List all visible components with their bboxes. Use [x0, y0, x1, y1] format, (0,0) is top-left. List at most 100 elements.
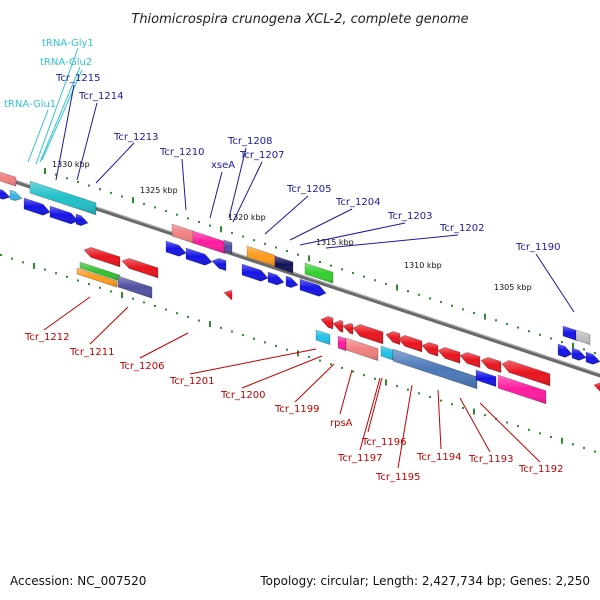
gene-tcr1193-pink-shade	[498, 375, 546, 404]
gene-label-tcr1207[interactable]: Tcr_1207	[239, 150, 284, 161]
gene-tcr1203-a-shade	[242, 264, 268, 282]
gene-label-tcr1215[interactable]: Tcr_1215	[55, 73, 100, 84]
tick-mark	[165, 308, 167, 311]
tick-mark	[286, 250, 288, 253]
gene-tcr1197-b	[397, 334, 423, 353]
gene-label-trna-glu1[interactable]: tRNA-Glu1	[4, 99, 56, 110]
tick-mark	[352, 271, 354, 274]
gene-tcr1206-b-shade	[77, 268, 117, 288]
tick-mark	[528, 428, 530, 431]
gene-tcr1203-a	[241, 263, 269, 282]
leader-trna-gly1	[35, 47, 79, 165]
gene-rpsa-shade	[346, 338, 378, 361]
gene-label-trna-gly1[interactable]: tRNA-Gly1	[42, 38, 94, 49]
tick-mark	[352, 370, 354, 373]
tick-mark	[561, 437, 563, 444]
tick-mark	[473, 311, 475, 314]
leader-tcr1201	[189, 348, 317, 375]
tick-mark	[341, 366, 343, 369]
gene-tcr1197-b-shade	[398, 335, 422, 352]
leader-tcr1215	[55, 84, 75, 181]
gene-label-tcr1196[interactable]: Tcr_1196	[361, 437, 406, 448]
tick-mark	[33, 262, 35, 269]
gene-label-tcr1194[interactable]: Tcr_1194	[416, 452, 461, 463]
gene-label-tcr1214[interactable]: Tcr_1214	[78, 91, 123, 102]
leader-tcr1193	[459, 397, 491, 453]
gene-trna-light-shade	[316, 330, 330, 345]
gene-block-a	[0, 171, 17, 187]
tick-mark	[528, 330, 530, 333]
leader-trna-glu1	[27, 109, 49, 163]
gene-tcr1207-a-shade	[166, 241, 186, 257]
leader-tcr1205	[264, 195, 309, 235]
gene-label-rpsa[interactable]: rpsA	[330, 418, 353, 429]
gene-tcr1190-c-shade	[558, 344, 572, 358]
gene-label-trna-glu2[interactable]: tRNA-Glu2	[40, 57, 92, 68]
gene-label-tcr1213[interactable]: Tcr_1213	[113, 132, 158, 143]
gene-trna-light	[315, 329, 331, 346]
genome-title: Thiomicrospira crunogena XCL-2, complete…	[131, 12, 468, 27]
gene-label-tcr1204[interactable]: Tcr_1204	[335, 197, 380, 208]
tick-mark	[418, 293, 420, 296]
gene-label-tcr1199[interactable]: Tcr_1199	[274, 404, 319, 415]
leader-tcr1196	[367, 377, 383, 433]
gene-label-tcr1201[interactable]: Tcr_1201	[169, 376, 214, 387]
accession-text: Accession: NC_007520	[10, 574, 146, 588]
tick-mark	[99, 188, 101, 191]
scale-labels: 1330 kbp 1325 kbp 1320 kbp 1315 kbp 1310…	[52, 160, 532, 292]
gene-label-tcr1197[interactable]: Tcr_1197	[337, 453, 382, 464]
gene-label-xsea[interactable]: xseA	[211, 160, 235, 171]
gene-tcr1214-a	[23, 197, 51, 216]
tick-mark	[253, 239, 255, 242]
tick-mark	[44, 168, 46, 174]
gene-label-tcr1193[interactable]: Tcr_1193	[468, 454, 513, 465]
gene-tcr1199	[332, 319, 344, 333]
tick-mark	[539, 333, 541, 336]
tick-mark	[11, 257, 13, 260]
tick-mark	[154, 206, 156, 209]
gene-label-tcr1205[interactable]: Tcr_1205	[286, 184, 331, 195]
gene-label-tcr1208[interactable]: Tcr_1208	[227, 136, 272, 147]
gene-label-tcr1210[interactable]: Tcr_1210	[159, 147, 204, 158]
gene-tcr1201-shade	[118, 276, 152, 299]
gene-tcr1215	[29, 180, 97, 216]
gene-rpsa-pink	[337, 335, 347, 352]
gene-tcr1204-shade	[275, 256, 293, 273]
tick-mark	[286, 348, 288, 351]
tick-mark	[550, 337, 552, 340]
gene-tcr1190-b-shade	[576, 330, 590, 345]
gene-label-tcr1195[interactable]: Tcr_1195	[375, 472, 420, 483]
gene-label-tcr1192[interactable]: Tcr_1192	[518, 464, 563, 475]
tick-mark	[484, 313, 486, 320]
gene-tcr1203-b-shade	[268, 272, 284, 285]
gene-label-tcr1202[interactable]: Tcr_1202	[439, 223, 484, 234]
gene-label-tcr1200[interactable]: Tcr_1200	[220, 390, 265, 401]
tick-mark	[121, 292, 123, 299]
gene-tcr1190-a	[562, 325, 578, 342]
gene-label-tcr1206[interactable]: Tcr_1206	[119, 361, 164, 372]
tick-mark	[22, 261, 24, 264]
gene-label-tcr1203[interactable]: Tcr_1203	[387, 211, 432, 222]
leader-tcr1211	[89, 306, 129, 345]
leader-trna-extra	[41, 69, 83, 161]
gene-tcr1196-shade	[422, 342, 438, 357]
tick-mark	[55, 173, 57, 176]
gene-label-tcr1211[interactable]: Tcr_1211	[69, 347, 114, 358]
gene-label-tcr1212[interactable]: Tcr_1212	[24, 332, 69, 343]
tick-mark	[88, 283, 90, 286]
gene-label-tcr1190[interactable]: Tcr_1190	[515, 242, 560, 253]
gene-block-a-shade	[0, 171, 16, 187]
tick-mark	[253, 337, 255, 340]
gene-tcr1214-c	[75, 213, 89, 226]
gene-tcr1204	[274, 255, 294, 274]
leader-tcr1192	[479, 402, 541, 463]
leader-tcr1199	[294, 363, 335, 403]
gene-tcr1207-b-shade	[186, 248, 212, 266]
gene-tcr1201	[117, 275, 153, 299]
gene-block-b	[0, 189, 11, 200]
scale-label-1320: 1320 kbp	[228, 213, 266, 222]
gene-tcr1190-d	[571, 347, 587, 361]
gene-tcr1207-c	[211, 257, 227, 272]
gene-tcr1211	[121, 257, 159, 279]
gene-tcr1203-d	[299, 278, 327, 297]
